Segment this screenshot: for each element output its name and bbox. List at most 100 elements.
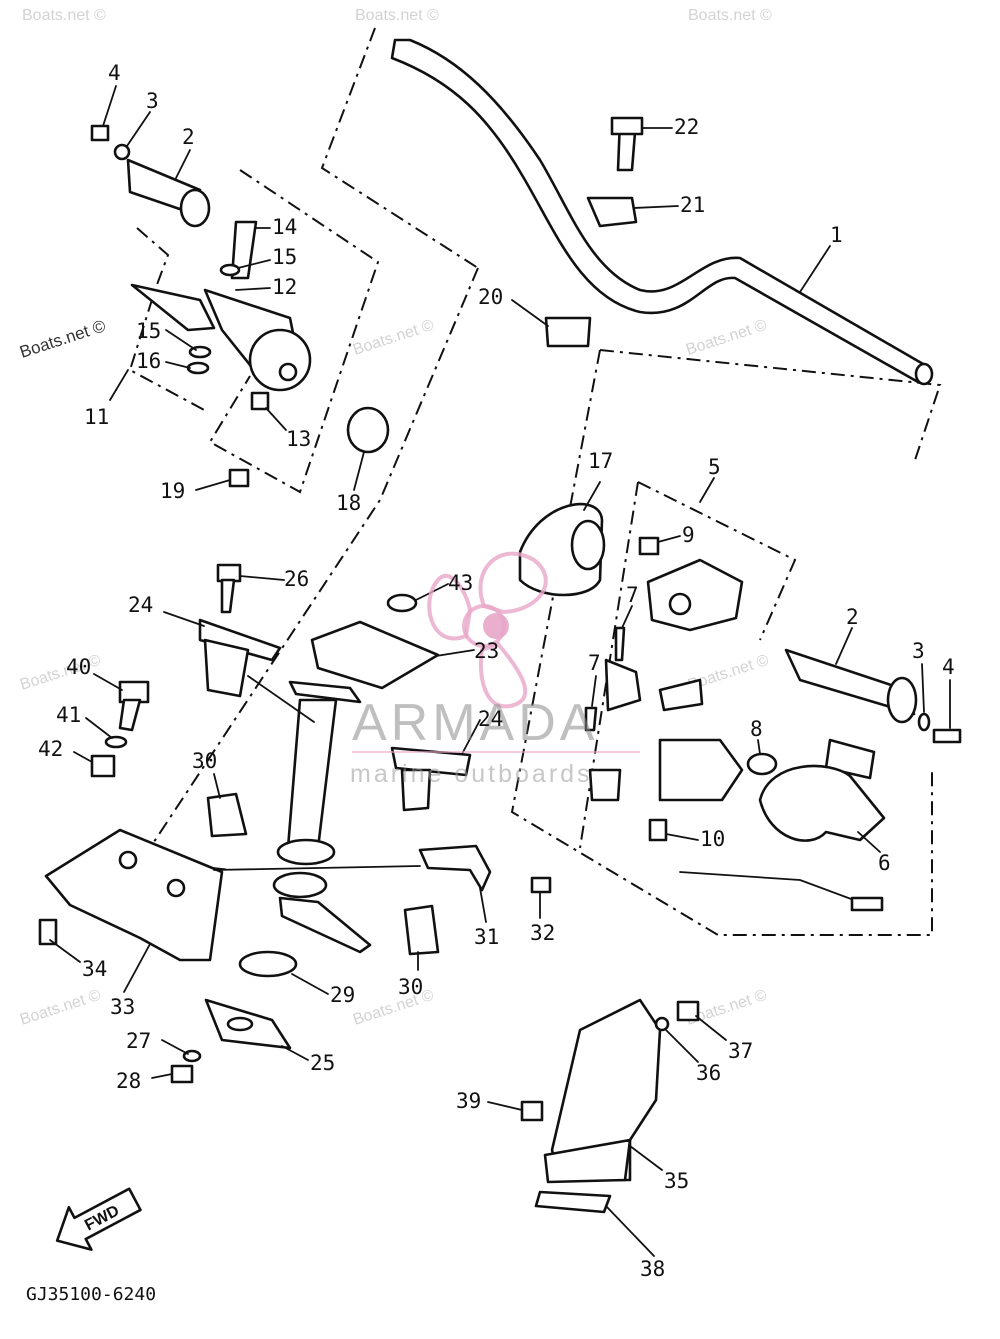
leader-12 — [235, 287, 271, 291]
leader-1 — [799, 245, 831, 293]
column-tab — [288, 680, 362, 704]
steering-column — [170, 563, 552, 1084]
leader-30-upper — [213, 773, 221, 799]
brand-watermark: ARMADA marine outboards — [350, 551, 640, 788]
nut-39 — [520, 1100, 544, 1122]
callout-label: 38 — [640, 1257, 665, 1281]
nut-37 — [676, 1000, 700, 1022]
leader-36 — [665, 1029, 699, 1063]
brand-logo-blade — [478, 551, 548, 615]
plate-38 — [534, 1190, 612, 1214]
callout-label: 2 — [182, 125, 195, 149]
left-fasteners — [90, 680, 150, 778]
leader-7b — [591, 675, 597, 707]
lower-holder — [544, 316, 592, 348]
leader-16 — [165, 361, 191, 369]
callout-label: 4 — [108, 61, 121, 85]
callout-label: 9 — [682, 523, 695, 547]
leader-13 — [265, 407, 287, 431]
clamp-31 — [418, 844, 492, 892]
callout-labels: 4 3 2 14 15 12 15 16 11 13 18 19 1 20 21… — [38, 61, 955, 1281]
callout-label: 20 — [478, 285, 503, 309]
switch-cable — [679, 871, 871, 907]
callout-label: 41 — [56, 703, 81, 727]
callout-label: 1 — [830, 223, 843, 247]
callout-label: 25 — [310, 1051, 335, 1075]
column-ring-lower — [272, 871, 328, 899]
holder-30-lower — [403, 904, 440, 956]
group-outline-bar-left — [320, 27, 479, 269]
nut-13 — [250, 391, 270, 411]
callout-label: 21 — [680, 193, 705, 217]
leader-20 — [511, 299, 549, 327]
leader-39 — [487, 1101, 523, 1111]
callout-label: 30 — [398, 975, 423, 999]
bracket-24-right-body — [400, 768, 432, 812]
leader-5 — [699, 477, 715, 503]
callout-label: 37 — [728, 1039, 753, 1063]
washer-36 — [654, 1016, 670, 1032]
screw-right-4 — [932, 728, 962, 744]
callout-label: 13 — [286, 427, 311, 451]
leader-41 — [85, 717, 113, 739]
leader-21 — [633, 205, 679, 209]
callout-label: 36 — [696, 1061, 721, 1085]
callout-label: 32 — [530, 921, 555, 945]
callout-label: 2 — [846, 605, 859, 629]
bolt-26-shank — [220, 578, 236, 614]
leader-34 — [49, 939, 81, 963]
leader-42 — [73, 751, 93, 763]
leader-17 — [583, 481, 601, 511]
callout-label: 24 — [478, 707, 503, 731]
bolt-32 — [530, 876, 552, 894]
leader-28 — [151, 1073, 173, 1079]
callout-label: 39 — [456, 1089, 481, 1113]
callout-label: 27 — [126, 1029, 151, 1053]
bolt-26-head — [216, 563, 242, 583]
callout-label: 28 — [116, 1069, 141, 1093]
leader-column-cross — [213, 865, 421, 871]
callout-label: 3 — [912, 639, 925, 663]
callout-label: 16 — [136, 349, 161, 373]
callout-label: 7 — [626, 583, 639, 607]
grip-right-end — [886, 676, 918, 724]
leader-8 — [757, 739, 761, 755]
cable-connector — [850, 896, 884, 912]
switch-housing-hole — [668, 592, 692, 616]
callout-label: 35 — [664, 1169, 689, 1193]
leader-lines — [49, 85, 951, 1257]
bracket-24-left-body — [203, 638, 250, 698]
lever-pivot — [278, 362, 298, 382]
leader-40 — [93, 673, 123, 691]
handlebar-tube — [390, 38, 932, 384]
callout-label: 7 — [588, 651, 601, 675]
upper-holder — [586, 196, 638, 228]
column-arm — [278, 896, 372, 954]
callout-label: 3 — [146, 89, 159, 113]
screw-left — [90, 124, 110, 142]
washer-41 — [104, 735, 128, 749]
callout-label: 11 — [84, 405, 109, 429]
watermark: Boats.net © — [684, 317, 769, 359]
callout-label: 15 — [272, 245, 297, 269]
handlebar-holders — [544, 116, 644, 348]
brand-logo-hub — [483, 613, 509, 639]
leader-15a — [237, 259, 271, 269]
callout-label: 8 — [750, 717, 763, 741]
handlebar-end — [914, 362, 934, 386]
leader-2-right — [835, 627, 853, 665]
leader-25 — [281, 1045, 309, 1061]
lever-housing-boss — [248, 328, 312, 392]
bracket-35-foot — [543, 1138, 632, 1184]
callout-label: 18 — [336, 491, 361, 515]
callout-label: 26 — [284, 567, 309, 591]
brand-name: ARMADA — [352, 694, 598, 752]
holder-30-upper — [206, 792, 248, 838]
nut-28 — [170, 1064, 194, 1084]
fwd-arrow: FWD — [55, 1187, 142, 1251]
callout-label: 6 — [878, 851, 891, 875]
group-outline-left-grip — [208, 169, 380, 494]
right-switch-assembly — [518, 502, 962, 912]
washer-left — [113, 143, 131, 161]
